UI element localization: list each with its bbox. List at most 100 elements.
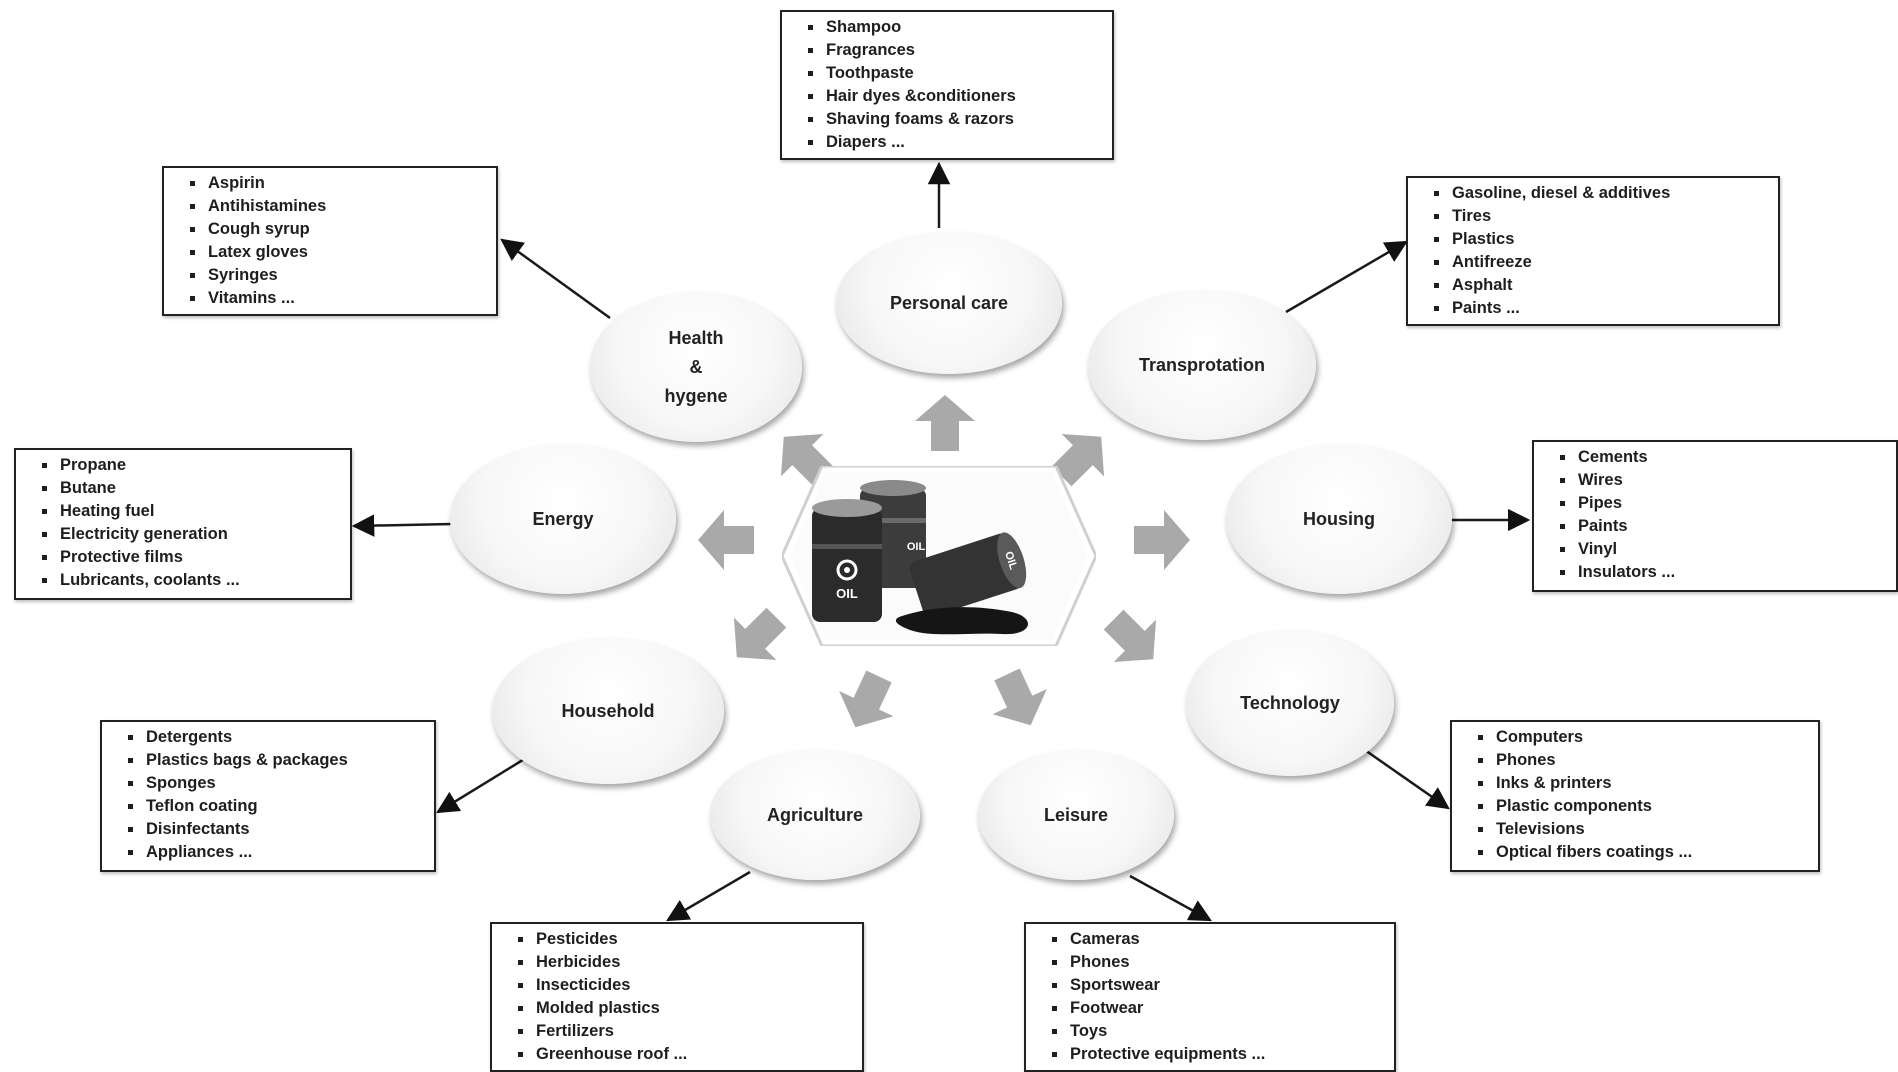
list-item: Cameras	[1026, 928, 1394, 951]
list-item: Heating fuel	[16, 500, 350, 523]
node-agriculture: Agriculture	[710, 750, 920, 880]
node-label-line: &	[689, 356, 703, 377]
node-label: Personal care	[890, 289, 1008, 318]
list-item: Shampoo	[782, 16, 1112, 39]
node-label: Housing	[1303, 505, 1375, 534]
node-label-line: Leisure	[1043, 804, 1109, 825]
list-item: Appliances ...	[102, 841, 434, 864]
list-item: Aspirin	[164, 172, 496, 195]
node-health-hygene: Health & hygene	[590, 292, 802, 442]
list-item: Pesticides	[492, 928, 862, 951]
list-item: Phones	[1026, 951, 1394, 974]
list-item: Diapers ...	[782, 131, 1112, 154]
list-item: Shaving foams & razors	[782, 108, 1112, 131]
radial-arrow-personal-care	[915, 395, 975, 451]
list-item: Televisions	[1452, 818, 1818, 841]
list-item: Sportswear	[1026, 974, 1394, 997]
connector-arrow-health-hygene	[500, 238, 611, 320]
list-item: Fragrances	[782, 39, 1112, 62]
list-item: Phones	[1452, 749, 1818, 772]
radial-arrow-energy	[698, 510, 754, 570]
list-item: Insecticides	[492, 974, 862, 997]
list-item: Paints	[1534, 515, 1896, 538]
list-item: Insulators ...	[1534, 561, 1896, 584]
node-label-line: hygene	[664, 385, 728, 406]
list-item: Tires	[1408, 205, 1778, 228]
list-item: Hair dyes &conditioners	[782, 85, 1112, 108]
node-label: Energy	[532, 505, 593, 534]
list-item: Paints ...	[1408, 297, 1778, 320]
list-item: Disinfectants	[102, 818, 434, 841]
node-personal-care: Personal care	[836, 232, 1062, 374]
list-item: Molded plastics	[492, 997, 862, 1020]
node-label: Household	[562, 697, 655, 726]
node-technology: Technology	[1186, 630, 1394, 776]
node-label-line: Agriculture	[766, 804, 863, 825]
node-label-line: Transprotation	[1138, 354, 1265, 375]
list-item: Antihistamines	[164, 195, 496, 218]
list-item: Plastics	[1408, 228, 1778, 251]
radial-arrow-household	[733, 607, 787, 661]
radial-arrow-leisure	[992, 668, 1047, 726]
list-item: Computers	[1452, 726, 1818, 749]
center-oil-hexagon: OIL OIL OIL	[782, 466, 1096, 646]
radial-arrow-housing	[1134, 510, 1190, 570]
node-label-line: Energy	[532, 508, 594, 529]
list-item: Teflon coating	[102, 795, 434, 818]
list-item: Lubricants, coolants ...	[16, 569, 350, 592]
connector-arrow-transportation	[1285, 240, 1408, 314]
list-item: Vinyl	[1534, 538, 1896, 561]
node-label-line: Technology	[1240, 692, 1340, 713]
list-item: Protective equipments ...	[1026, 1043, 1394, 1066]
barrel-label: OIL	[907, 541, 926, 553]
node-housing: Housing	[1226, 444, 1452, 594]
node-energy: Energy	[450, 444, 676, 594]
list-item: Butane	[16, 477, 350, 500]
list-item: Protective films	[16, 546, 350, 569]
node-label-line: Housing	[1303, 508, 1375, 529]
list-item: Inks & printers	[1452, 772, 1818, 795]
node-label-line: Health	[668, 327, 724, 348]
list-item: Propane	[16, 454, 350, 477]
radial-arrow-transportation	[1051, 433, 1105, 487]
list-item: Detergents	[102, 726, 434, 749]
oil-barrels-icon: OIL OIL OIL	[782, 466, 1096, 646]
radial-arrow-technology	[1103, 609, 1157, 663]
list-item: Sponges	[102, 772, 434, 795]
connector-arrow-leisure	[1129, 874, 1212, 922]
node-leisure: Leisure	[978, 750, 1174, 880]
list-item: Fertilizers	[492, 1020, 862, 1043]
list-item: Latex gloves	[164, 241, 496, 264]
list-item: Toothpaste	[782, 62, 1112, 85]
node-label: Technology	[1240, 689, 1340, 718]
node-label: Health & hygene	[664, 324, 727, 411]
barrel-label: OIL	[1002, 550, 1019, 571]
list-item: Pipes	[1534, 492, 1896, 515]
node-household: Household	[492, 638, 724, 784]
list-item: Toys	[1026, 1020, 1394, 1043]
list-item: Electricity generation	[16, 523, 350, 546]
list-item: Greenhouse roof ...	[492, 1043, 862, 1066]
list-item: Cough syrup	[164, 218, 496, 241]
list-item: Asphalt	[1408, 274, 1778, 297]
list-item: Antifreeze	[1408, 251, 1778, 274]
list-item: Herbicides	[492, 951, 862, 974]
